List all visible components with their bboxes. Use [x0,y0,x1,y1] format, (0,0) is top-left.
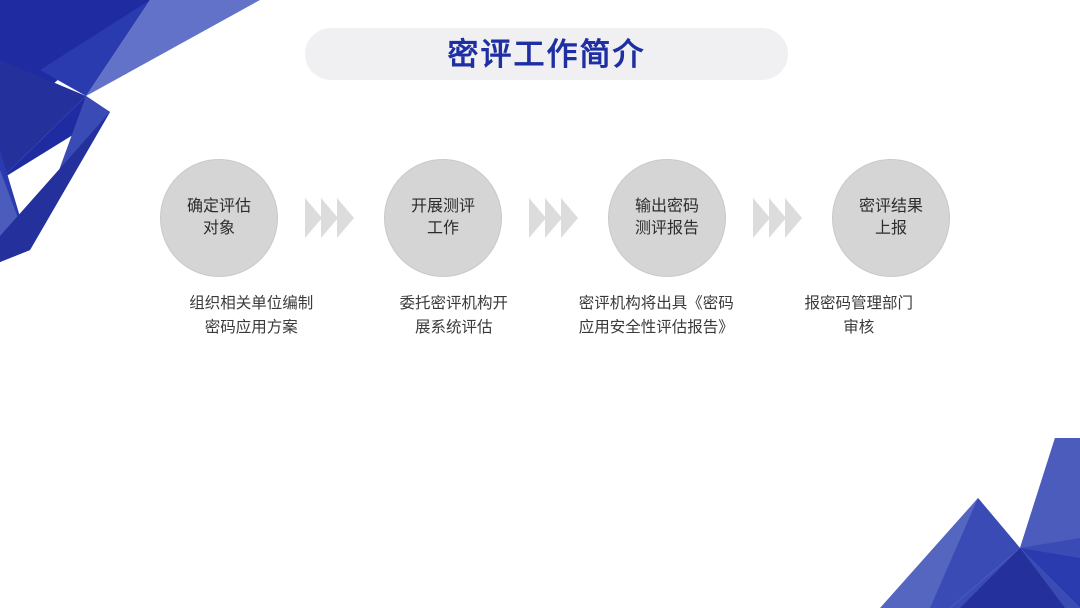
page-title: 密评工作简介 [447,36,646,72]
title-pill: 密评工作简介 [305,28,788,80]
flow-caption-line: 委托密评机构开 [399,295,508,312]
triple-chevron-arrow-icon [529,196,581,240]
flow-caption-line: 密评机构将出具《密码 [578,295,734,312]
flow-captions: 组织相关单位编制 密码应用方案 委托密评机构开 展系统评估 密评机构将出具《密码… [150,292,960,340]
flow-node-label-line: 密评结果 [858,198,923,216]
flow-node-label-line: 输出密码 [634,198,699,216]
flow-caption-line: 组织相关单位编制 [189,295,314,312]
flow-caption-line: 密码应用方案 [204,319,298,337]
flow-caption-step-2: 委托密评机构开 展系统评估 [353,292,556,340]
flow-node-label-line: 工作 [426,220,459,237]
flow-caption-step-4: 报密码管理部门 审核 [758,292,961,340]
flow-caption-line: 报密码管理部门 [804,295,913,312]
triple-chevron-arrow-icon [305,196,357,240]
flow-node-step-3[interactable]: 输出密码 测评报告 [608,159,726,277]
flow-node-label-line: 对象 [202,220,235,237]
flow-caption-line: 应用安全性评估报告》 [578,319,734,337]
flow-caption-step-3: 密评机构将出具《密码 应用安全性评估报告》 [555,292,758,340]
flow-node-step-1[interactable]: 确定评估 对象 [160,159,278,277]
flow-node-label-line: 测评报告 [634,220,699,237]
flow-node-step-2[interactable]: 开展测评 工作 [384,159,502,277]
flow-node-label-line: 开展测评 [410,198,475,216]
flow-caption-step-1: 组织相关单位编制 密码应用方案 [150,292,353,340]
flow-caption-line: 展系统评估 [414,319,493,337]
flow-node-label-line: 确定评估 [186,198,251,216]
flow-caption-line: 审核 [843,319,875,337]
flow-node-step-4[interactable]: 密评结果 上报 [832,159,950,277]
process-flow: 确定评估 对象 开展测评 工作 输出密码 测评报告 [160,158,950,278]
flow-node-label-line: 上报 [874,220,907,237]
polygonal-blue-mountains-decoration [850,438,1080,608]
triple-chevron-arrow-icon [753,196,805,240]
